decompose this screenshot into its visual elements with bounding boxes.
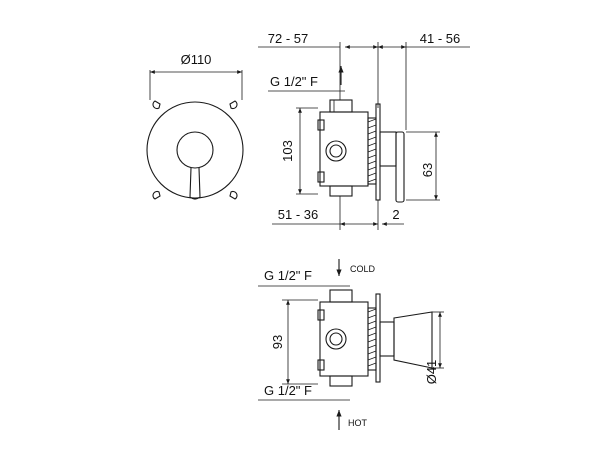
side-view-bottom: COLD G 1/2" F 93 Ø41 G 1/2" F HOT (258, 259, 444, 430)
cartridge-outer (325, 140, 347, 162)
dim-depth-body: 51 - 36 (278, 207, 318, 222)
body-lug-top (317, 119, 325, 131)
front-view: Ø110 (146, 52, 244, 200)
dim-thread-top: G 1/2" F (270, 74, 318, 89)
mount-ear-tr (229, 100, 238, 110)
cartridge-inner (329, 144, 343, 158)
cartridge-outer-b (325, 328, 347, 350)
inlet-hot (329, 375, 353, 387)
dim-depth-total: 72 - 57 (268, 31, 308, 46)
inlet-top (329, 99, 353, 113)
cover-plate-side (375, 103, 381, 201)
handle-lever-b (393, 311, 433, 369)
dim-plate-thickness: 2 (392, 207, 399, 222)
handle-body-b (379, 321, 395, 357)
dim-height-lever: 63 (420, 163, 435, 177)
dim-thread-hot: G 1/2" F (264, 383, 312, 398)
dim-diameter-plate: Ø110 (181, 52, 212, 67)
dim-diameter-handle: Ø41 (424, 360, 439, 385)
thread-hatching (367, 118, 377, 183)
handle-knob (176, 131, 214, 169)
body-lug-bottom-b (317, 359, 325, 371)
mount-ear-bl (152, 190, 161, 200)
handle-lever (189, 167, 201, 200)
cold-label: COLD (350, 264, 376, 274)
valve-body-bottom (319, 301, 369, 377)
mount-ear-br (229, 190, 238, 200)
cartridge-inner-b (329, 332, 343, 346)
dim-height-body: 103 (280, 140, 295, 162)
handle-body (379, 131, 397, 167)
mount-ear-tl (152, 100, 161, 110)
dim-thread-cold: G 1/2" F (264, 268, 312, 283)
cover-plate (146, 101, 244, 199)
body-lug-bottom (317, 171, 325, 183)
hot-label: HOT (348, 418, 368, 428)
dim-height-bottom: 93 (270, 335, 285, 349)
body-lug-top-b (317, 309, 325, 321)
valve-body (319, 111, 369, 187)
cover-plate-side-b (375, 293, 381, 383)
inlet-bottom (329, 185, 353, 197)
thread-hatching-b (367, 308, 377, 367)
inlet-cold (329, 289, 353, 303)
handle-lever-side (395, 131, 405, 203)
dim-depth-lever: 41 - 56 (420, 31, 460, 46)
side-view-top: 72 - 57 41 - 56 G 1/2" F 103 63 (258, 31, 470, 230)
